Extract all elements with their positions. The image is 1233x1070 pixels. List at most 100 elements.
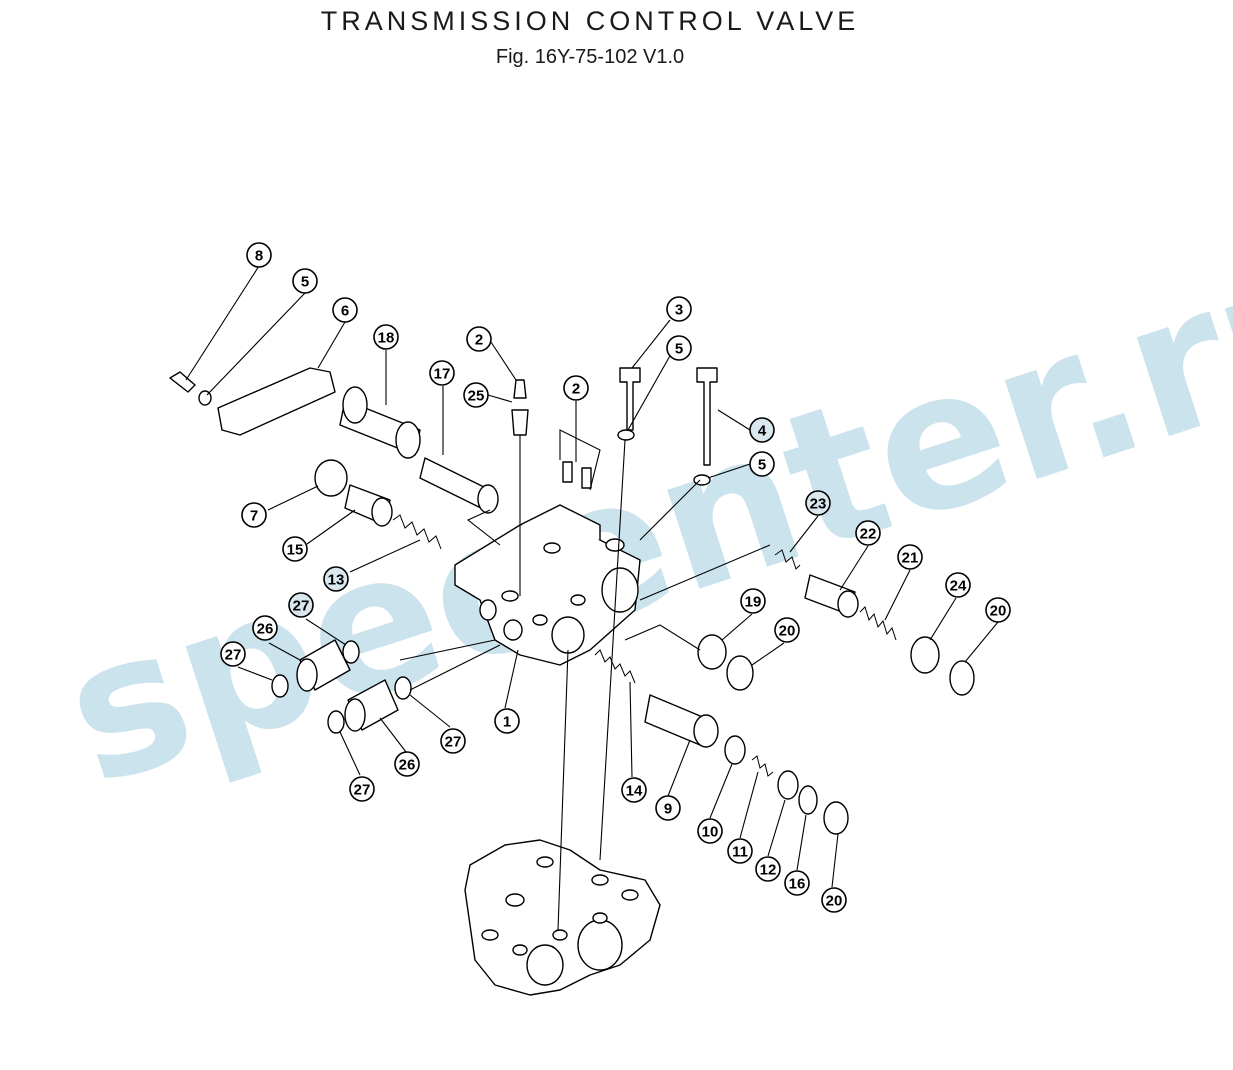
callout-number: 19 (745, 594, 762, 611)
callout-5: 5 (749, 451, 775, 477)
callout-number: 24 (950, 578, 967, 595)
callout-number: 18 (378, 330, 395, 347)
callout-5: 5 (292, 268, 318, 294)
spool-group-right (774, 549, 975, 696)
callout-number: 7 (250, 508, 258, 525)
valve-body (454, 504, 641, 666)
callout-9: 9 (655, 795, 681, 821)
callout-circle (784, 870, 810, 896)
callout-number: 20 (779, 623, 796, 640)
callout-11: 11 (727, 838, 753, 864)
callout-number: 5 (301, 274, 309, 291)
callout-number: 23 (810, 496, 827, 513)
callout-circle (466, 326, 492, 352)
figure-number: Fig. 16Y-75-102 V1.0 (495, 46, 685, 68)
callout-number: 3 (675, 302, 683, 319)
callout-2: 2 (466, 326, 492, 352)
callout-17: 17 (429, 360, 455, 386)
callout-24: 24 (945, 572, 971, 598)
callout-number: 27 (225, 647, 242, 664)
callout-circle (252, 615, 278, 641)
callout-number: 26 (257, 621, 274, 638)
callout-circle (349, 776, 375, 802)
callout-number: 21 (902, 550, 919, 567)
callout-27: 27 (220, 641, 246, 667)
bolt-small (169, 371, 196, 393)
callout-circle (494, 708, 520, 734)
callout-circle (241, 502, 267, 528)
callout-number: 26 (399, 757, 416, 774)
callout-20: 20 (774, 617, 800, 643)
callout-circle (563, 375, 589, 401)
callout-15: 15 (282, 536, 308, 562)
callout-number: 13 (328, 572, 345, 589)
callout-number: 6 (341, 303, 349, 320)
callout-circle (394, 751, 420, 777)
callout-2: 2 (563, 375, 589, 401)
callout-circle (323, 566, 349, 592)
callout-27: 27 (288, 592, 314, 618)
callout-number: 2 (572, 381, 580, 398)
callout-number: 2 (475, 332, 483, 349)
callout-10: 10 (697, 818, 723, 844)
callout-number: 12 (760, 862, 777, 879)
cover-plate (217, 367, 336, 436)
callout-circle (429, 360, 455, 386)
callout-circle (666, 335, 692, 361)
callout-6: 6 (332, 297, 358, 323)
leader-lines (185, 265, 999, 931)
callout-number: 5 (675, 341, 683, 358)
bolt-4 (696, 367, 718, 466)
callout-circle (727, 838, 753, 864)
bolt-3 (619, 367, 641, 431)
callout-circle (220, 641, 246, 667)
callout-18: 18 (373, 324, 399, 350)
callout-circle (621, 777, 647, 803)
callout-circle (332, 297, 358, 323)
callout-circle (945, 572, 971, 598)
part-drawings (169, 367, 975, 996)
callout-number: 5 (758, 457, 766, 474)
callout-26: 26 (394, 751, 420, 777)
callout-26: 26 (252, 615, 278, 641)
callout-circle (985, 597, 1011, 623)
callout-number: 8 (255, 248, 263, 265)
callout-number: 25 (468, 388, 485, 405)
callout-number: 15 (287, 542, 304, 559)
callout-circle (749, 417, 775, 443)
o-ring (314, 459, 348, 497)
fitting-25 (511, 409, 529, 436)
diagram-title: TRANSMISSION CONTROL VALVE (320, 6, 860, 36)
spool-group-lower (594, 649, 849, 835)
callout-27: 27 (440, 728, 466, 754)
callout-14: 14 (621, 777, 647, 803)
callout-number: 4 (758, 423, 767, 440)
callout-circle (463, 382, 489, 408)
callout-8: 8 (246, 242, 272, 268)
spool-17 (419, 457, 499, 514)
callout-number: 17 (434, 366, 451, 383)
callout-4: 4 (749, 417, 775, 443)
callout-circle (373, 324, 399, 350)
callout-number: 16 (789, 876, 806, 893)
callout-number: 27 (354, 782, 371, 799)
callout-circle (282, 536, 308, 562)
callout-circle (897, 544, 923, 570)
snap-ring-20a (726, 655, 754, 691)
callout-circle (697, 818, 723, 844)
callout-circle (655, 795, 681, 821)
callout-circle (805, 490, 831, 516)
callout-circle (740, 588, 766, 614)
callout-7: 7 (241, 502, 267, 528)
fitting-2 (513, 379, 527, 399)
callout-20: 20 (821, 887, 847, 913)
callout-circle (855, 520, 881, 546)
callout-3: 3 (666, 296, 692, 322)
callout-number: 14 (626, 783, 643, 800)
callout-circle (292, 268, 318, 294)
callout-circle (246, 242, 272, 268)
callout-number: 27 (293, 598, 310, 615)
callout-number: 27 (445, 734, 462, 751)
callout-circle (666, 296, 692, 322)
